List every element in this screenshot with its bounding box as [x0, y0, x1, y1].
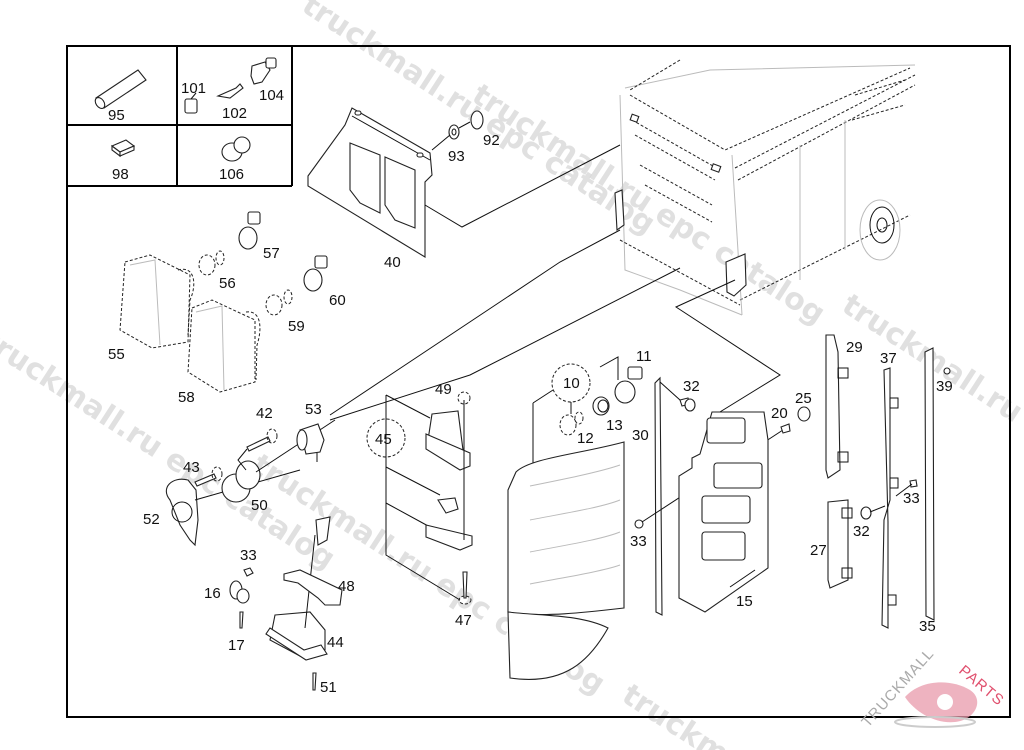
- callout-32[interactable]: 32: [683, 378, 700, 395]
- part-49-nut[interactable]: [457, 391, 471, 405]
- part-11-bulb-socket[interactable]: [614, 366, 643, 404]
- callout-52[interactable]: 52: [143, 511, 160, 528]
- part-56-bulb[interactable]: [198, 250, 225, 276]
- callout-95[interactable]: 95: [108, 107, 125, 124]
- callout-25[interactable]: 25: [795, 390, 812, 407]
- part-20-screw[interactable]: [780, 423, 791, 434]
- part-16-grommet[interactable]: [229, 580, 250, 604]
- callout-55[interactable]: 55: [108, 346, 125, 363]
- part-42-screw[interactable]: [237, 428, 278, 471]
- part-32-screw[interactable]: [659, 381, 696, 412]
- callout-43[interactable]: 43: [183, 459, 200, 476]
- watermark-text: truckm: [616, 677, 735, 750]
- part-55-lamp-housing[interactable]: [119, 254, 195, 349]
- callout-27[interactable]: 27: [810, 542, 827, 559]
- part-13-seal[interactable]: [592, 396, 610, 416]
- callout-45[interactable]: 45: [375, 431, 392, 448]
- callout-40[interactable]: 40: [384, 254, 401, 271]
- part-27-bracket[interactable]: [827, 499, 853, 589]
- part-93-washer[interactable]: [448, 124, 460, 140]
- part-40-mounting-plate[interactable]: [307, 107, 621, 258]
- part-12-bulb[interactable]: [559, 411, 584, 436]
- part-25-grommet[interactable]: [797, 406, 811, 422]
- part-39-nut[interactable]: [943, 367, 951, 375]
- part-35-mounting-rail[interactable]: [924, 347, 935, 621]
- callout-17[interactable]: 17: [228, 637, 245, 654]
- part-60-bulb-socket[interactable]: [303, 255, 328, 292]
- callout-53[interactable]: 53: [305, 401, 322, 418]
- callout-51[interactable]: 51: [320, 679, 337, 696]
- callout-101[interactable]: 101: [181, 80, 206, 97]
- part-95-corrugated-sleeve[interactable]: [93, 69, 147, 110]
- part-102-terminal[interactable]: [216, 83, 244, 99]
- part-33-nut[interactable]: [895, 479, 918, 497]
- part-45-switch-assembly[interactable]: [366, 394, 473, 601]
- callout-48[interactable]: 48: [338, 578, 355, 595]
- watermark-text: truckmall.ru epc catalog: [466, 77, 832, 331]
- callout-33[interactable]: 33: [630, 533, 647, 550]
- callout-50[interactable]: 50: [251, 497, 268, 514]
- part-30-mounting-strip[interactable]: [654, 376, 663, 616]
- callout-37[interactable]: 37: [880, 350, 897, 367]
- callout-30[interactable]: 30: [632, 427, 649, 444]
- part-47-screw[interactable]: [458, 571, 472, 605]
- part-43-screw[interactable]: [194, 466, 223, 487]
- callout-39[interactable]: 39: [936, 378, 953, 395]
- callout-16[interactable]: 16: [204, 585, 221, 602]
- callout-49[interactable]: 49: [435, 381, 452, 398]
- callout-13[interactable]: 13: [606, 417, 623, 434]
- callout-11[interactable]: 11: [636, 348, 652, 365]
- callout-35[interactable]: 35: [919, 618, 936, 635]
- callout-33[interactable]: 33: [240, 547, 257, 564]
- part-44-plate-lamp[interactable]: [265, 516, 331, 661]
- part-57-bulb-socket[interactable]: [238, 211, 261, 250]
- part-17-screw[interactable]: [239, 611, 244, 629]
- callout-56[interactable]: 56: [219, 275, 236, 292]
- part-37-mounting-rail[interactable]: [881, 367, 899, 629]
- callout-106[interactable]: 106: [219, 166, 244, 183]
- callout-92[interactable]: 92: [483, 132, 500, 149]
- callout-44[interactable]: 44: [327, 634, 344, 651]
- callout-32[interactable]: 32: [853, 523, 870, 540]
- part-51-screw[interactable]: [312, 672, 317, 691]
- part-15-lamp-carrier-plate[interactable]: [678, 411, 769, 613]
- part-32-screw[interactable]: [860, 505, 886, 520]
- part-101-clip[interactable]: [184, 92, 198, 114]
- part-98-pad[interactable]: [110, 139, 136, 158]
- part-29-bracket[interactable]: [825, 334, 849, 479]
- part-53-cap[interactable]: [296, 423, 325, 462]
- part-92-grommet[interactable]: [470, 110, 484, 130]
- part-48-bracket[interactable]: [283, 569, 343, 606]
- callout-29[interactable]: 29: [846, 339, 863, 356]
- van-rear-outline: [329, 59, 916, 421]
- callout-57[interactable]: 57: [263, 245, 280, 262]
- callout-59[interactable]: 59: [288, 318, 305, 335]
- callout-12[interactable]: 12: [577, 430, 594, 447]
- part-104-connector[interactable]: [250, 57, 277, 85]
- part-59-bulb[interactable]: [265, 289, 293, 316]
- part-50-lamp-body[interactable]: [221, 419, 336, 503]
- callout-47[interactable]: 47: [455, 612, 472, 629]
- callout-93[interactable]: 93: [448, 148, 465, 165]
- callout-42[interactable]: 42: [256, 405, 273, 422]
- part-58-lamp-housing[interactable]: [187, 299, 261, 393]
- part-10-tail-lamp[interactable]: [507, 356, 625, 680]
- callout-33[interactable]: 33: [903, 490, 920, 507]
- callout-15[interactable]: 15: [736, 593, 753, 610]
- callout-104[interactable]: 104: [259, 87, 284, 104]
- inset-legend: 95 101 102 104 98 106: [67, 46, 293, 187]
- diagram-frame: [66, 45, 1011, 718]
- callout-58[interactable]: 58: [178, 389, 195, 406]
- callout-10[interactable]: 10: [563, 375, 580, 392]
- callout-20[interactable]: 20: [771, 405, 788, 422]
- callout-60[interactable]: 60: [329, 292, 346, 309]
- callout-102[interactable]: 102: [222, 105, 247, 122]
- callout-98[interactable]: 98: [112, 166, 129, 183]
- part-106-bulb-holder[interactable]: [221, 136, 251, 162]
- part-33-nut[interactable]: [243, 567, 254, 577]
